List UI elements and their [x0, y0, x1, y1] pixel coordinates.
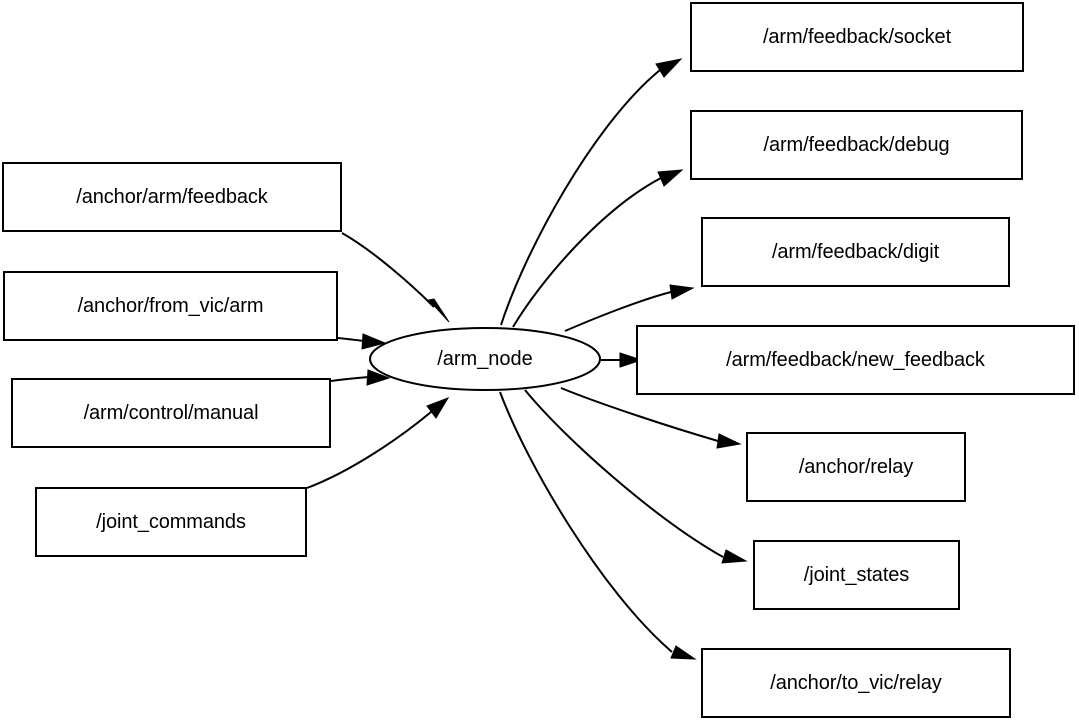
topic-box-anchor-to-vic-relay[interactable]: /anchor/to_vic/relay — [701, 648, 1011, 718]
topic-box-arm-feedback-debug[interactable]: /arm/feedback/debug — [690, 110, 1023, 180]
edge-arm-node-to-arm-feedback-digit — [564, 284, 695, 332]
edge-arm-node-to-anchor-to-vic-relay — [499, 391, 697, 660]
topic-box-arm-feedback-socket[interactable]: /arm/feedback/socket — [690, 2, 1024, 72]
edge-anchor-arm-feedback-to-arm-node — [341, 232, 450, 323]
arm-node-ellipse[interactable] — [369, 327, 601, 391]
topic-box-arm-feedback-digit[interactable]: /arm/feedback/digit — [701, 217, 1010, 287]
edge-anchor-from-vic-arm-to-arm-node — [337, 333, 387, 350]
edge-arm-node-to-anchor-relay — [560, 387, 742, 449]
edge-arm-control-manual-to-arm-node — [330, 369, 391, 386]
topic-box-arm-feedback-new-feedback[interactable]: /arm/feedback/new_feedback — [636, 325, 1075, 395]
edge-arm-node-to-arm-feedback-socket — [500, 58, 683, 326]
edge-arm-node-to-arm-feedback-new-feedback — [601, 352, 643, 368]
topic-box-joint-commands[interactable]: /joint_commands — [35, 487, 307, 557]
topic-box-anchor-arm-feedback[interactable]: /anchor/arm/feedback — [2, 162, 342, 232]
topic-box-anchor-relay[interactable]: /anchor/relay — [746, 432, 966, 502]
edge-arm-node-to-joint-states — [524, 389, 748, 564]
topic-box-joint-states[interactable]: /joint_states — [753, 540, 960, 610]
topic-box-anchor-from-vic-arm[interactable]: /anchor/from_vic/arm — [3, 271, 338, 341]
edge-arm-node-to-arm-feedback-debug — [512, 169, 684, 328]
topic-box-arm-control-manual[interactable]: /arm/control/manual — [11, 378, 331, 448]
edge-joint-commands-to-arm-node — [306, 397, 450, 489]
